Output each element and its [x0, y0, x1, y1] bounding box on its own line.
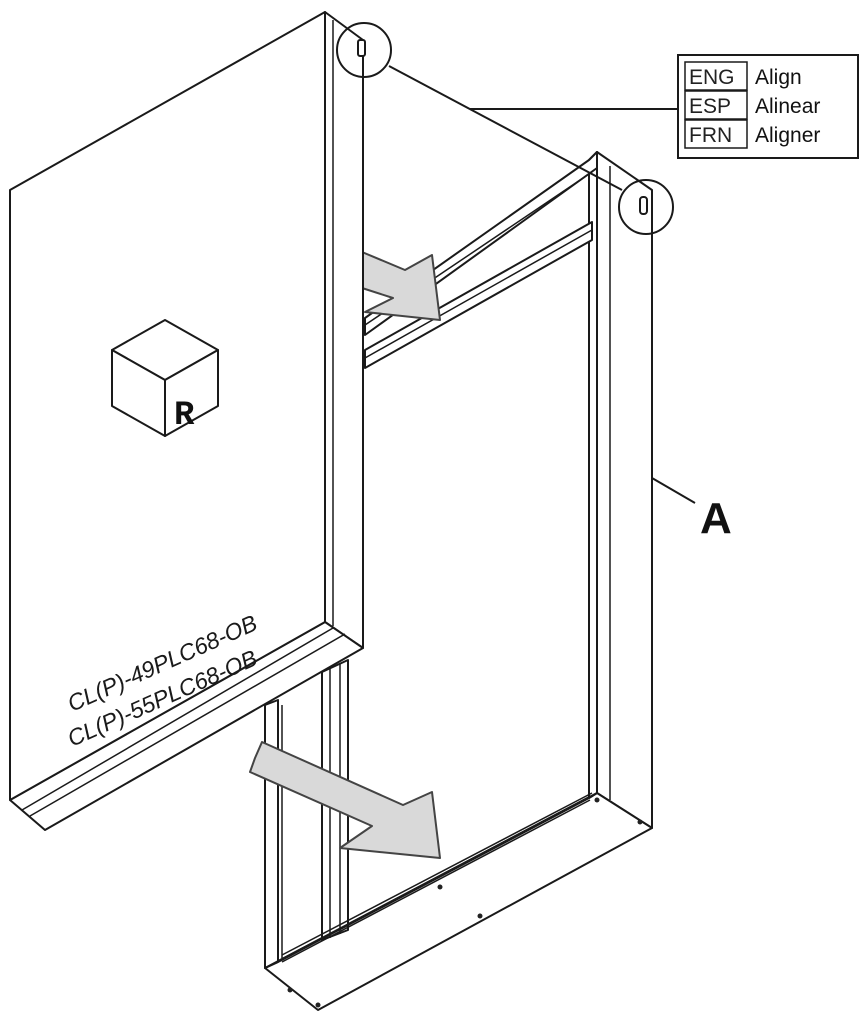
legend-box: ENG Align ESP Alinear FRN Aligner: [677, 54, 859, 159]
panel-detail-lines: [21, 20, 346, 817]
legend-word-esp: Alinear: [755, 95, 820, 118]
frame-left-post: [264, 699, 279, 969]
legend-code-eng: ENG: [689, 66, 735, 89]
align-marker-panel: [336, 22, 392, 78]
legend-word-frn: Aligner: [755, 124, 820, 147]
upper-arrow: [361, 251, 441, 321]
callout-a-leader: [651, 477, 696, 504]
panel-right-side: [324, 11, 364, 649]
frame-bottom-rail: [264, 792, 598, 969]
cube-letter: R: [174, 397, 195, 435]
frame-inner-right-rail: [588, 151, 598, 799]
legend-code-frn: FRN: [689, 124, 732, 147]
frame-right-side: [596, 151, 653, 829]
legend-code-esp: ESP: [689, 95, 731, 118]
cube-icon: [111, 319, 219, 437]
frame-screws: [287, 797, 643, 1008]
callout-a-label: A: [700, 494, 732, 543]
align-marker-frame: [618, 179, 674, 235]
arrows: [249, 251, 441, 859]
align-connector: [388, 65, 623, 191]
lower-arrow: [249, 741, 441, 859]
legend-word-eng: Align: [755, 66, 802, 89]
frame-top-rail-lower: [364, 221, 593, 369]
